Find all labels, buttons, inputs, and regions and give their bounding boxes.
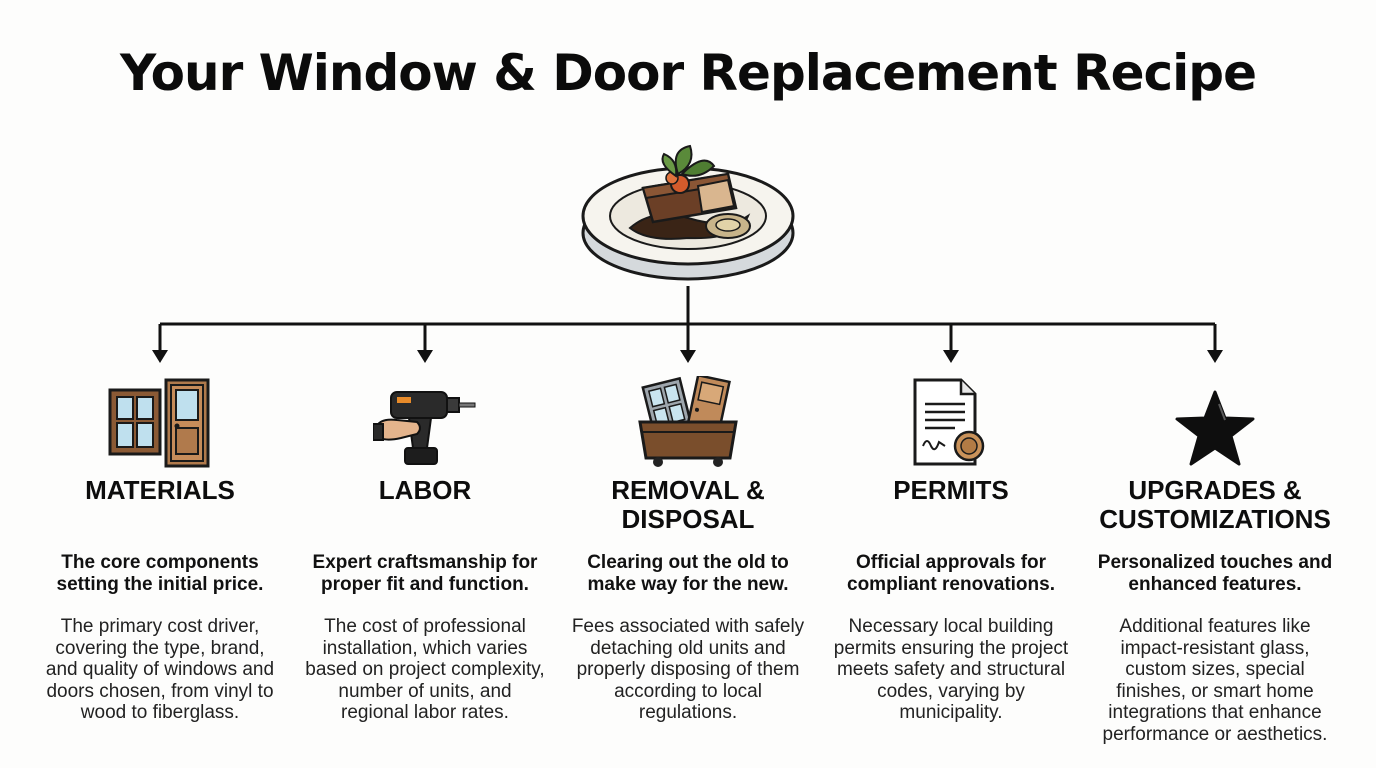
star-icon bbox=[1095, 372, 1335, 468]
column-materials: MATERIALS The core components setting th… bbox=[40, 372, 280, 724]
description-upgrades-customizations: Additional features like impact-resistan… bbox=[1102, 616, 1328, 745]
permit-document-icon bbox=[831, 372, 1071, 468]
window-door-icon bbox=[40, 372, 280, 468]
heading-removal-disposal: REMOVAL & DISPOSAL bbox=[611, 475, 765, 534]
column-removal-disposal: REMOVAL & DISPOSAL Clearing out the old … bbox=[568, 372, 808, 724]
plated-dish-icon bbox=[578, 138, 798, 286]
tagline-materials: The core components setting the initial … bbox=[56, 552, 264, 595]
column-permits: PERMITS Official approvals for compliant… bbox=[831, 372, 1071, 724]
tagline-removal-disposal: Clearing out the old to make way for the… bbox=[587, 552, 789, 595]
description-materials: The primary cost driver, covering the ty… bbox=[45, 616, 275, 723]
page-title: Your Window & Door Replacement Recipe bbox=[120, 44, 1257, 102]
dumpster-icon bbox=[568, 372, 808, 468]
tagline-labor: Expert craftsmanship for proper fit and … bbox=[312, 552, 538, 595]
description-permits: Necessary local building permits ensurin… bbox=[833, 616, 1069, 723]
heading-upgrades-customizations: UPGRADES & CUSTOMIZATIONS bbox=[1099, 475, 1331, 534]
tagline-upgrades-customizations: Personalized touches and enhanced featur… bbox=[1097, 552, 1333, 595]
tagline-permits: Official approvals for compliant renovat… bbox=[847, 552, 1055, 595]
column-upgrades-customizations: UPGRADES & CUSTOMIZATIONS Personalized t… bbox=[1095, 372, 1335, 745]
description-labor: The cost of professional installation, w… bbox=[305, 616, 545, 723]
heading-materials: MATERIALS bbox=[85, 475, 235, 505]
heading-permits: PERMITS bbox=[893, 475, 1009, 505]
column-labor: LABOR Expert craftsmanship for proper fi… bbox=[305, 372, 545, 724]
power-drill-icon bbox=[305, 372, 545, 468]
description-removal-disposal: Fees associated with safely detaching ol… bbox=[571, 616, 805, 723]
heading-labor: LABOR bbox=[378, 475, 472, 505]
